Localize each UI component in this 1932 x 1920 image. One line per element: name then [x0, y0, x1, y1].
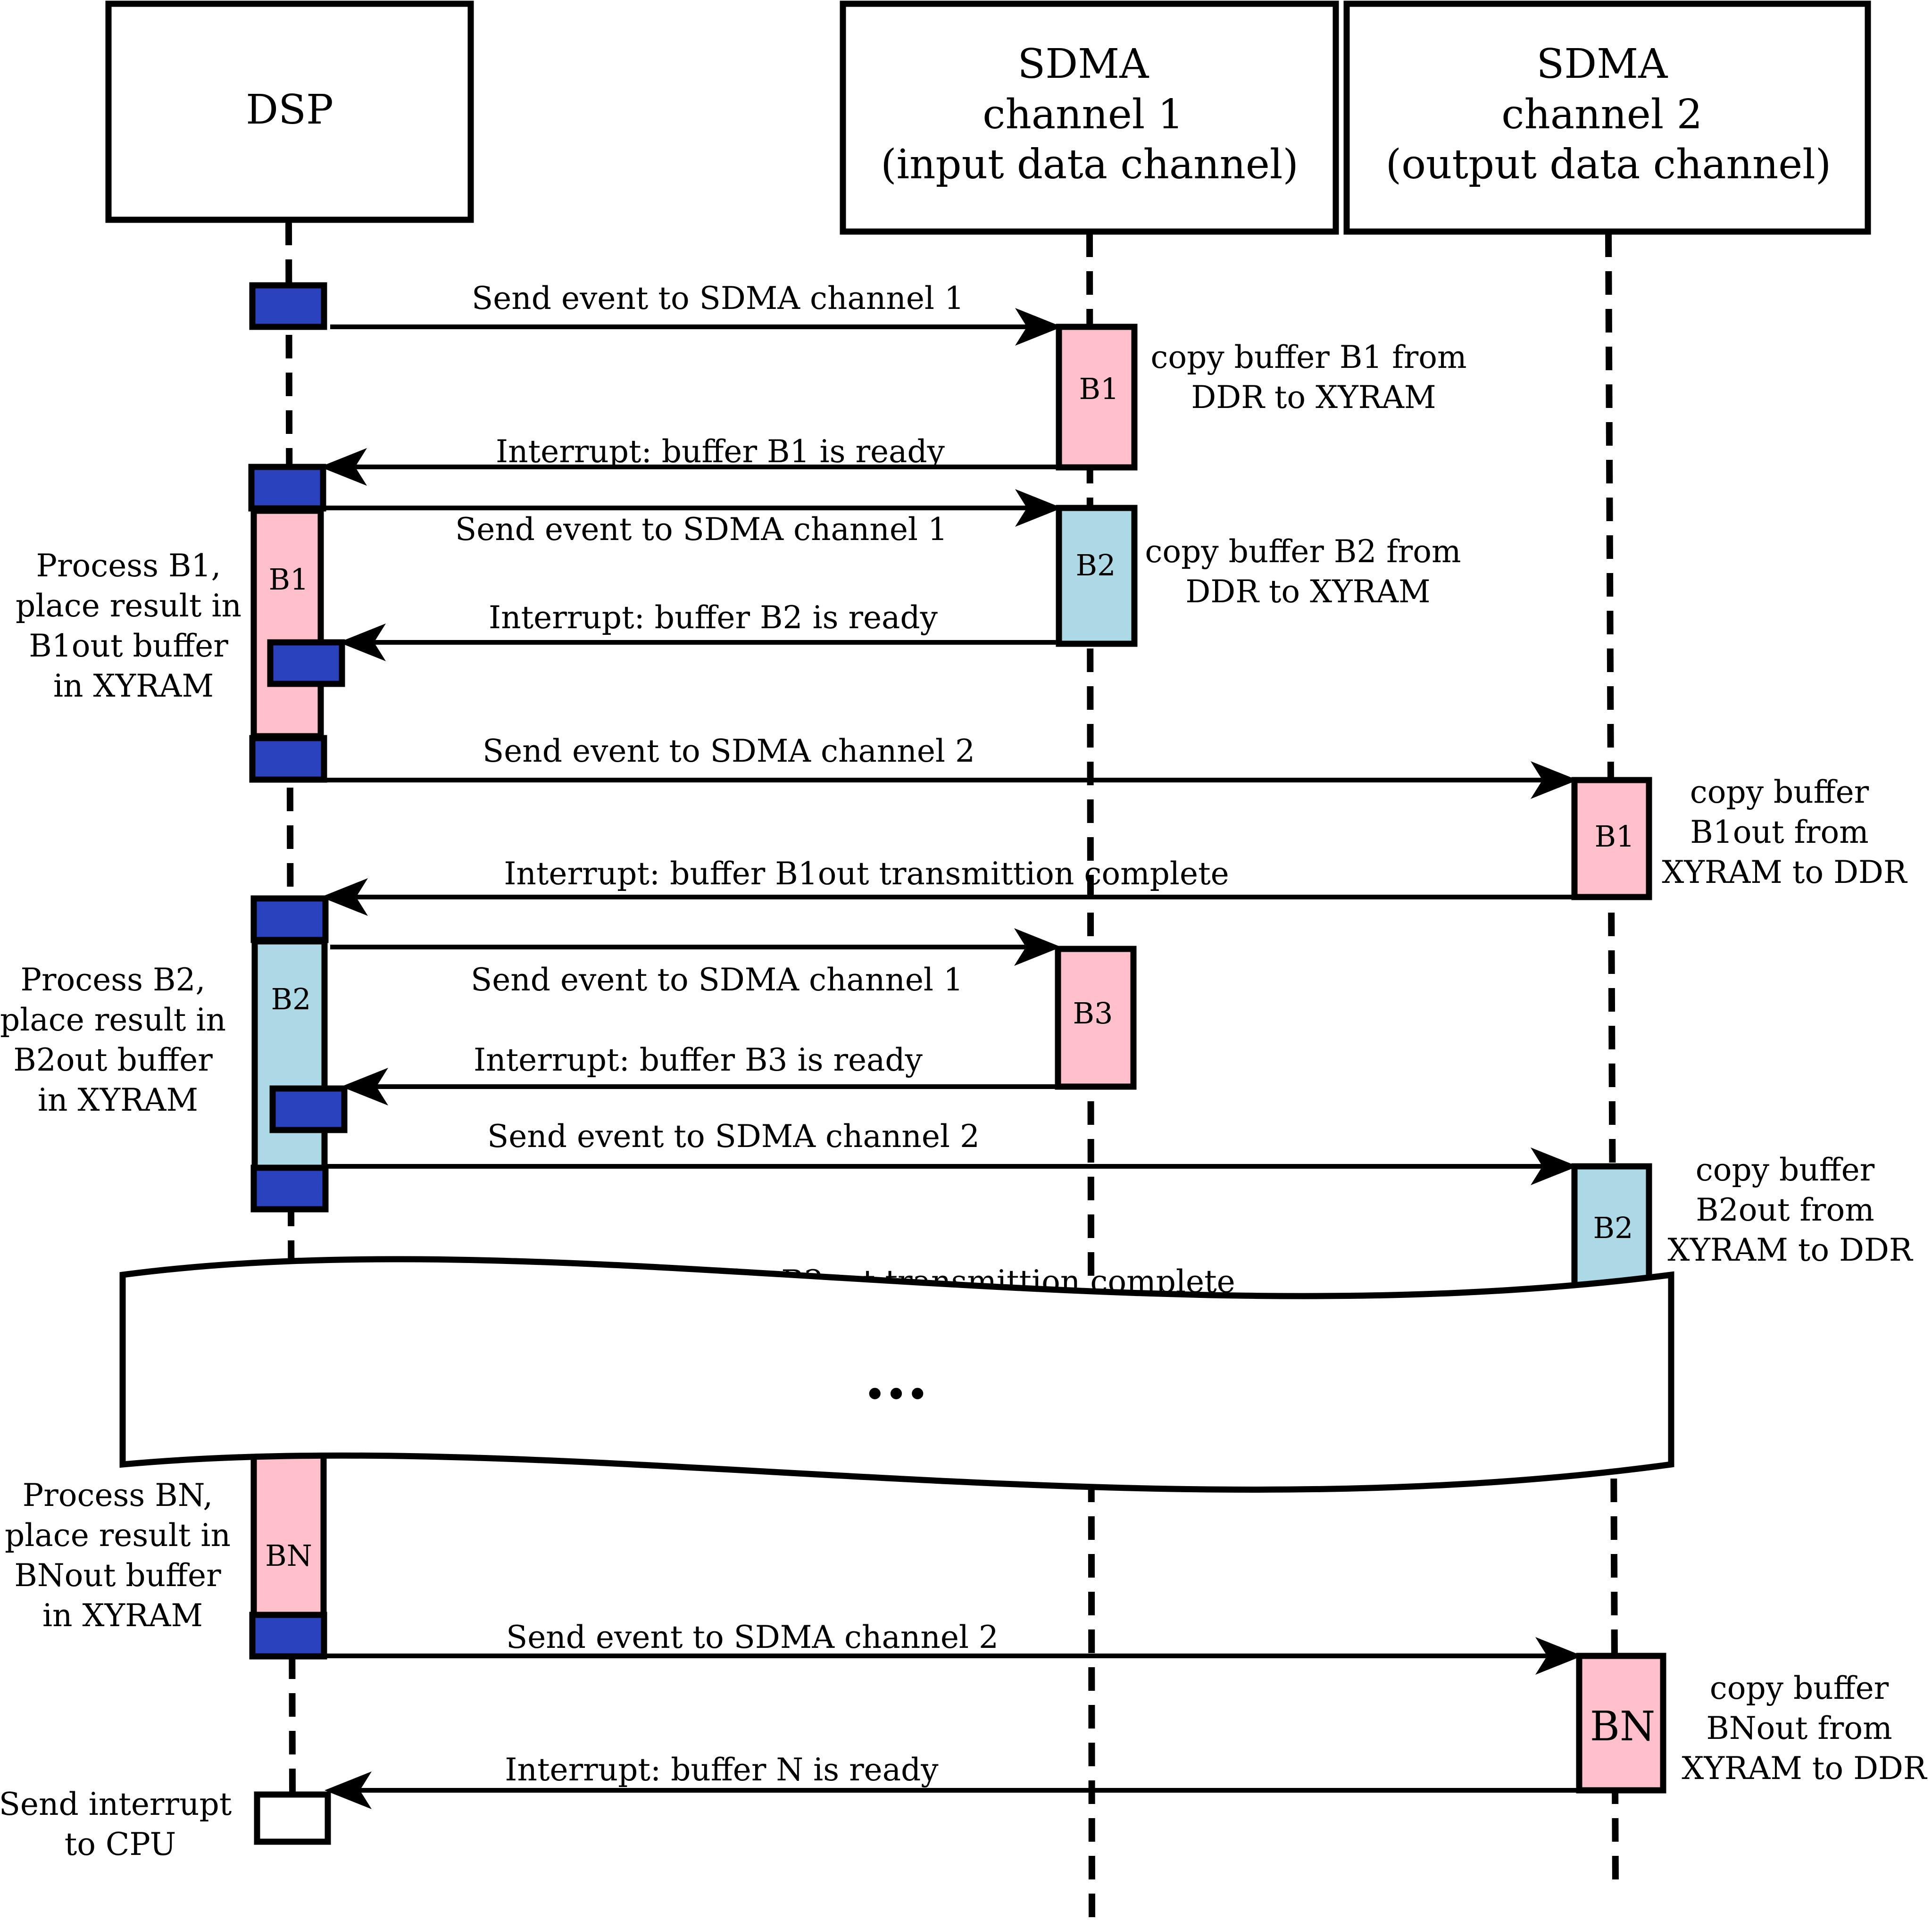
note-send-interrupt-cpu: Send interrupt to CPU [0, 1786, 242, 1862]
message-label: Send event to SDMA channel 2 [506, 1619, 999, 1655]
participant-sdma1-box [840, 0, 1339, 235]
sdma1-buffer-b3 [1055, 946, 1137, 1090]
dsp-activation [269, 1085, 348, 1133]
dsp-activation [249, 735, 327, 783]
note-copy-b2out: copy buffer B2out from XYRAM to DDR [1667, 1152, 1914, 1268]
note-process-b1: Process B1, place result in B1out buffer… [16, 548, 251, 704]
note-process-b2: Process B2, place result in B2out buffer… [0, 962, 236, 1118]
message-label: Interrupt: buffer B1out transmittion com… [504, 856, 1229, 892]
sdma2-buffer-b1out [1571, 777, 1652, 900]
sdma2-buffer-b2out-label: B2 [1593, 1211, 1633, 1245]
participant-sdma2-label: SDMA channel 2 (output data channel) [1386, 41, 1832, 188]
dsp-processing-b2-label: B2 [271, 982, 311, 1016]
message-label: Interrupt: buffer N is ready [505, 1752, 939, 1788]
participant-dsp-label: DSP [246, 86, 333, 133]
note-copy-b1: copy buffer B1 from DDR to XYRAM [1150, 339, 1476, 416]
sdma1-buffer-b2 [1056, 505, 1138, 647]
message-label: Send event to SDMA channel 1 [472, 280, 964, 316]
note-copy-b1out: copy buffer B1out from XYRAM to DDR [1662, 774, 1908, 890]
dsp-processing-bn [250, 1440, 327, 1619]
dsp-activation [249, 282, 327, 330]
sdma1-buffer-b3-label: B3 [1073, 996, 1113, 1031]
sdma2-buffer-bnout [1576, 1653, 1666, 1794]
sdma1-buffer-b2-label: B2 [1075, 548, 1116, 582]
lifeline-sdma2 [1605, 233, 1619, 1887]
message-label: Interrupt: buffer B3 is ready [474, 1042, 923, 1078]
wavy-break-band [119, 1256, 1674, 1493]
message-label: Interrupt: buffer B1 is ready [496, 433, 945, 470]
dsp-processing-bn-label: BN [265, 1538, 312, 1573]
sdma1-buffer-b1 [1056, 324, 1138, 471]
message-label: Send event to SDMA channel 1 [455, 511, 948, 548]
dsp-processing-b2 [251, 938, 328, 1171]
sdma2-buffer-bnout-label: BN [1590, 1703, 1655, 1750]
message-label: Send event to SDMA channel 2 [483, 733, 975, 769]
dsp-activation [250, 1164, 329, 1213]
dsp-activation [250, 895, 329, 943]
ellipsis: ... [864, 1341, 928, 1413]
participant-dsp-box [105, 0, 474, 223]
dsp-activation [249, 1612, 327, 1660]
dsp-activation [267, 639, 345, 687]
note-copy-bnout: copy buffer BNout from XYRAM to DDR [1682, 1670, 1928, 1787]
sdma1-buffer-b1-label: B1 [1079, 372, 1119, 406]
dsp-processing-b1 [250, 507, 324, 740]
message-label: Interrupt: buffer B2 is ready [489, 599, 938, 636]
message-label: Send event to SDMA channel 1 [471, 962, 963, 998]
note-copy-b2: copy buffer B2 from DDR to XYRAM [1145, 533, 1471, 610]
sdma2-buffer-b1out-label: B1 [1594, 819, 1634, 854]
dsp-processing-b1-label: B1 [268, 562, 308, 597]
message-label: Send event to SDMA channel 2 [487, 1118, 980, 1155]
note-process-bn: Process BN, place result in BNout buffer… [5, 1477, 241, 1634]
participant-sdma1-label: SDMA channel 1 (input data channel) [881, 41, 1299, 188]
dsp-activation [248, 464, 326, 512]
dsp-send-interrupt-box [254, 1791, 331, 1845]
participant-sdma2-box [1343, 0, 1871, 235]
